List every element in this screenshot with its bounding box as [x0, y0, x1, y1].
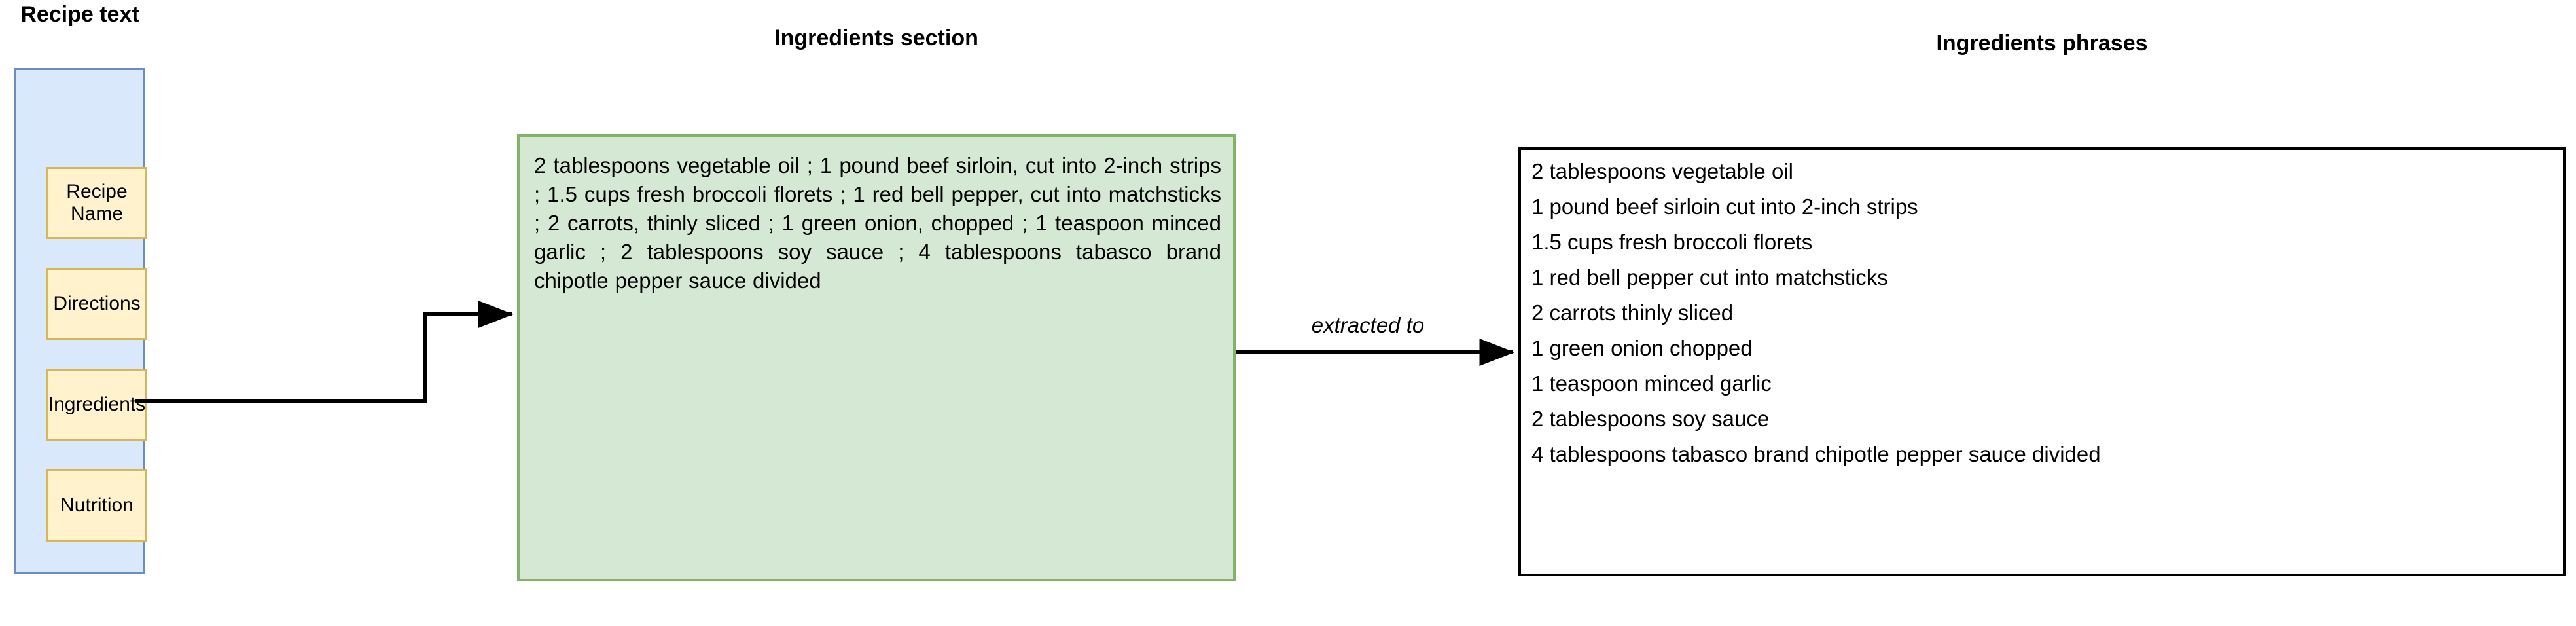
- list-item: 2 tablespoons soy sauce: [1531, 407, 1770, 431]
- recipe-text-caption: Recipe text: [20, 2, 139, 27]
- ingredients-section-text: 2 tablespoons vegetable oil ; 1 pound be…: [534, 153, 1221, 293]
- recipe-section-nutrition[interactable]: Nutrition: [46, 470, 147, 542]
- ingredients-phrases-caption: Ingredients phrases: [1936, 31, 2148, 56]
- list-item: 1 pound beef sirloin cut into 2-inch str…: [1531, 194, 1918, 219]
- ingredients-phrases-list: 2 tablespoons vegetable oil 1 pound beef…: [1531, 154, 2559, 472]
- list-item: 2 carrots thinly sliced: [1531, 301, 1734, 325]
- list-item: 1 teaspoon minced garlic: [1531, 371, 1772, 396]
- list-item: 1 red bell pepper cut into matchsticks: [1531, 265, 1888, 289]
- ingredients-phrases-box: 2 tablespoons vegetable oil 1 pound beef…: [1518, 147, 2566, 576]
- recipe-section-ingredients[interactable]: Ingredients: [46, 369, 147, 441]
- recipe-text-panel: Recipe Name Directions Ingredients Nutri…: [14, 68, 147, 574]
- list-item: 4 tablespoons tabasco brand chipotle pep…: [1531, 442, 2101, 466]
- list-item: 2 tablespoons vegetable oil: [1531, 159, 1793, 183]
- ingredients-section-caption: Ingredients section: [774, 26, 978, 50]
- recipe-section-recipe-name[interactable]: Recipe Name: [46, 167, 147, 239]
- recipe-section-directions[interactable]: Directions: [46, 268, 147, 340]
- list-item: 1.5 cups fresh broccoli florets: [1531, 230, 1813, 254]
- list-item: 1 green onion chopped: [1531, 336, 1753, 360]
- arrow-ingredients-to-section: [135, 301, 514, 403]
- ingredients-section-box: 2 tablespoons vegetable oil ; 1 pound be…: [517, 134, 1236, 581]
- extracted-to-label: extracted to: [1311, 313, 1425, 337]
